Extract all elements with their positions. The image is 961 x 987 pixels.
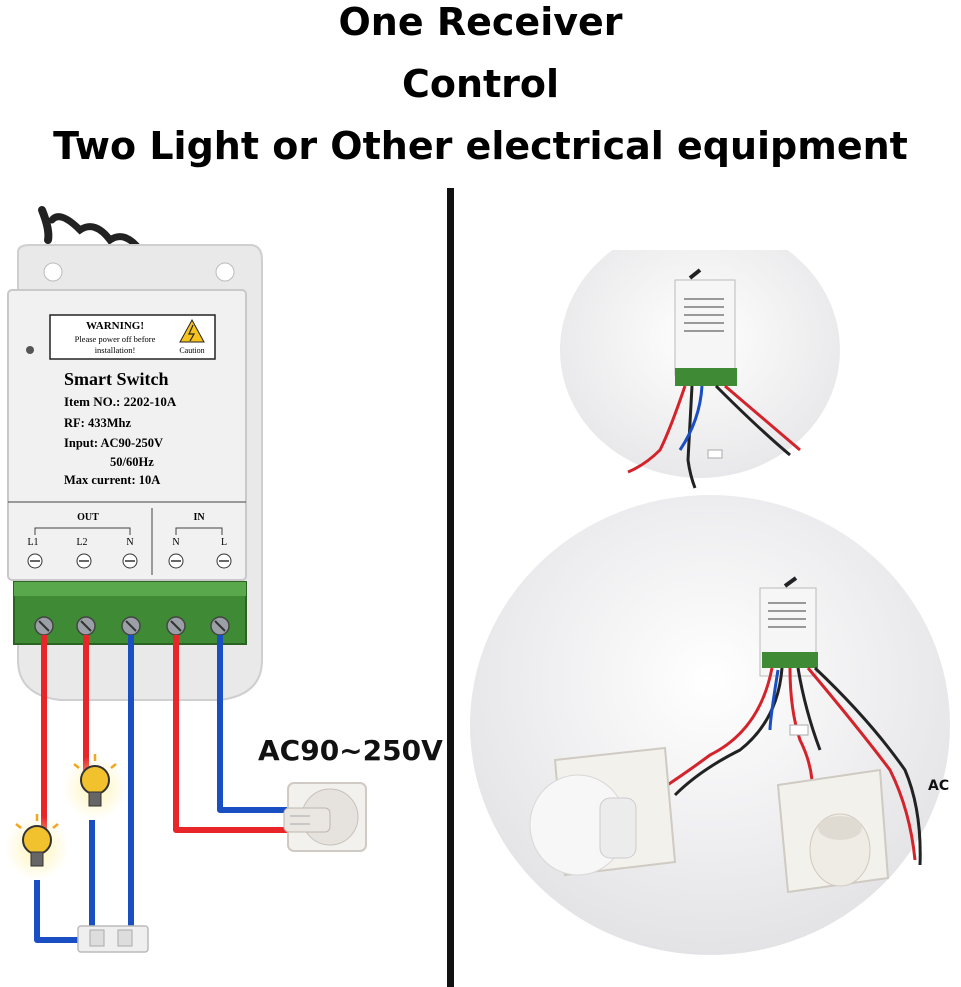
title-line-2: Control (401, 62, 560, 106)
item-number: Item NO.: 2202-10A (64, 394, 177, 409)
receiver-thumbnail (674, 279, 736, 376)
status-led (26, 346, 34, 354)
mount-hole (215, 262, 235, 282)
ac-supply-label: AC (928, 778, 950, 794)
photo-receiver-closeup (560, 250, 840, 489)
wire-lamp1-neutral (34, 880, 88, 943)
terminal-label-n-out: N (126, 537, 133, 548)
terminal-label-l-in: L (221, 537, 227, 548)
supply-voltage-label: AC90~250V (258, 734, 443, 767)
warning-title: WARNING! (86, 320, 144, 332)
wire-n-in (217, 635, 295, 813)
wire-l-in (173, 635, 295, 833)
installation-photos (470, 250, 950, 955)
in-group-label: IN (193, 512, 205, 523)
center-divider (447, 188, 454, 987)
receiver-body (7, 289, 247, 581)
terminal-label-l1: L1 (27, 537, 38, 548)
photo-lamp-installation (470, 495, 950, 955)
product-name: Smart Switch (64, 369, 169, 389)
caution-label: Caution (179, 346, 204, 355)
input-spec: Input: AC90-250V (64, 436, 163, 450)
max-current-spec: Max current: 10A (64, 473, 160, 487)
rf-spec: RF: 433Mhz (64, 416, 131, 430)
terminal-label-n-in: N (172, 537, 179, 548)
wiring (34, 635, 295, 943)
wire-connector (77, 925, 149, 953)
out-group-label: OUT (77, 512, 99, 523)
title-line-3: Two Light or Other electrical equipment (53, 124, 908, 168)
mount-hole (43, 262, 63, 282)
terminal-label-l2: L2 (76, 537, 87, 548)
warning-line-2: installation! (95, 345, 136, 355)
plug-icon (283, 807, 331, 833)
terminal-block (13, 581, 247, 645)
terminal-label-strip: OUT IN L1 L2 N N L (8, 501, 246, 575)
frequency-spec: 50/60Hz (110, 455, 154, 469)
warning-label: WARNING! Please power off before install… (49, 314, 216, 360)
light-bulb-icon (63, 754, 127, 820)
light-bulb-icon (5, 814, 69, 880)
power-socket (283, 782, 367, 852)
title-line-1: One Receiver (338, 0, 623, 44)
warning-line-1: Please power off before (75, 334, 156, 344)
hazard-icon (179, 318, 205, 343)
wiring-diagram: WARNING! Please power off before install… (5, 206, 367, 953)
